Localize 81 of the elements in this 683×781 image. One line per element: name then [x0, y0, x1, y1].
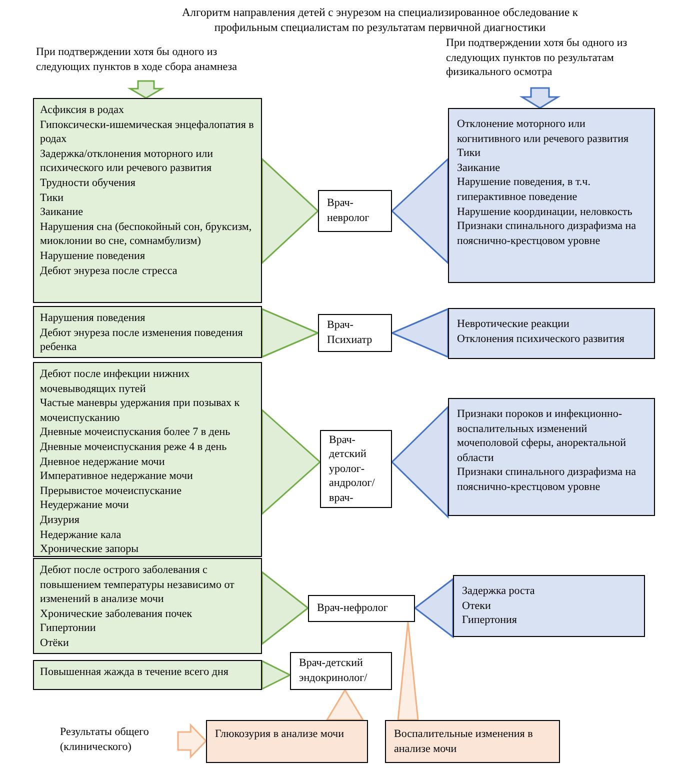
- specialist-name: Врач-Психиатр: [327, 318, 374, 348]
- instruction-text: Результаты общего (клинического): [60, 725, 150, 754]
- triangle-arrow: [261, 660, 292, 690]
- instruction-text: При подтверждении хотя бы одного из следующих пунктов в ходе сбора анамнеза: [36, 45, 238, 74]
- lab-result-box: [206, 720, 368, 763]
- criterion-text: Гипоксически-ишемическая энцефалопатия в родах: [40, 118, 255, 147]
- criterion-text: Дебют энуреза после стресса: [40, 264, 178, 278]
- criteria-box: [453, 575, 645, 637]
- criterion-text: Заикание: [457, 160, 501, 176]
- triangle-arrow: [326, 688, 364, 721]
- triangle-arrow: [390, 308, 449, 358]
- criterion-text: Отклонение моторного или когнитивного или речевого развития: [457, 117, 630, 146]
- criterion-text: Нарушение поведения, в т.ч. гиперактивное поведение: [457, 175, 592, 205]
- criterion-text: Глюкозурия в анализе мочи: [215, 727, 345, 742]
- block-arrow: [127, 80, 165, 99]
- criterion-text: Заикание: [40, 205, 84, 220]
- criterion-text: Дизурия: [40, 512, 80, 528]
- triangle-arrow: [261, 157, 320, 265]
- criterion-text: Задержка/отклонения моторного или психического или речевого развития: [40, 146, 214, 176]
- criterion-text: Отеки: [462, 598, 492, 614]
- criterion-text: Частые маневры удержания при позывах к мочеиспусканию: [40, 396, 241, 426]
- triangle-arrow: [261, 308, 320, 358]
- criterion-text: Дебют после острого заболевания с повышением температуры независимо от изменений в анализе мочи: [40, 563, 236, 607]
- criterion-text: Нарушение координации, неловкость: [457, 204, 634, 220]
- triangle-arrow: [261, 570, 310, 646]
- criterion-text: Императивное недержание мочи: [40, 469, 194, 484]
- specialist-box: [320, 430, 392, 508]
- criterion-text: Невротические реакции: [457, 317, 570, 332]
- criterion-text: Признаки спинального дизрафизма на пояснично-крестцовом уровне: [457, 465, 638, 495]
- block-arrow: [177, 723, 208, 759]
- specialist-name: Врач-нефролог: [317, 601, 389, 616]
- criteria-box: [33, 558, 262, 654]
- criterion-text: Нарушения поведения: [40, 311, 146, 326]
- criterion-text: Дневные мочеиспускания реже 4 в день: [40, 440, 228, 455]
- triangle-arrow: [414, 577, 454, 639]
- criterion-text: Тики: [457, 146, 482, 161]
- specialist-box: [318, 190, 392, 232]
- criterion-text: Недержание кала: [40, 528, 122, 542]
- criterion-text: Признаки пороков и инфекционно-воспалительных изменений мочеполовой сферы, аноректальной области: [457, 407, 628, 466]
- criteria-box: [33, 98, 262, 303]
- criterion-text: Прерывистое мочеиспускание: [40, 484, 182, 498]
- criterion-text: Трудности обучения: [40, 176, 136, 191]
- criterion-text: Дневные мочеиспускания более 7 в день: [40, 425, 232, 440]
- specialist-name: Врач-детский уролог-андролог/ врач-: [329, 432, 376, 506]
- criterion-text: Задержка роста: [462, 584, 536, 599]
- lab-result-box: [385, 720, 560, 763]
- criterion-text: Признаки спинального дизрафизма на пояснично-крестцовом уровне: [457, 219, 638, 248]
- criterion-text: Дебют после инфекции нижних мочевыводящих путей: [40, 367, 191, 396]
- triangle-arrow: [390, 405, 449, 519]
- criteria-box: [448, 308, 655, 359]
- criteria-box: [33, 306, 262, 358]
- criteria-box: [33, 362, 262, 557]
- criterion-text: Отёки: [40, 636, 70, 651]
- diagram-title: Алгоритм направления детей с энурезом на специализированное обследование к профильным специалистам по результатам первичной диагностики: [180, 6, 580, 36]
- criteria-box: [448, 108, 655, 283]
- criterion-text: Воспалительные изменения в анализе мочи: [394, 727, 534, 756]
- criterion-text: Хронические заболевания почек: [40, 606, 194, 622]
- criterion-text: Отклонения психического развития: [457, 332, 626, 346]
- criterion-text: Гипертония: [462, 613, 518, 628]
- criteria-box: [33, 660, 262, 690]
- specialist-name: Врач-невролог: [327, 196, 370, 226]
- block-arrow: [519, 87, 561, 109]
- criterion-text: Дебют энуреза после изменения поведения ребенка: [40, 326, 244, 355]
- triangle-arrow: [390, 157, 449, 265]
- criterion-text: Хронические запоры: [40, 542, 140, 557]
- specialist-box: [318, 314, 392, 352]
- specialist-name: Врач-детский эндокринолог/: [299, 656, 368, 686]
- criterion-text: Неудержание мочи: [40, 498, 130, 513]
- criterion-text: Гипертонии: [40, 621, 97, 636]
- criterion-text: Тики: [40, 190, 65, 206]
- specialist-box: [308, 595, 415, 622]
- criterion-text: Нарушения сна (беспокойный сон, бруксизм, миоклонии во сне, сомнамбулизм): [40, 220, 253, 249]
- criterion-text: Повышенная жажда в течение всего дня: [40, 665, 230, 680]
- instruction-text: При подтверждении хотя бы одного из следующих пунктов по результатам физикального осмотра: [446, 36, 628, 80]
- criterion-text: Дневное недержание мочи: [40, 454, 166, 470]
- triangle-arrow: [261, 408, 322, 516]
- criterion-text: Асфиксия в родах: [40, 103, 125, 118]
- specialist-box: [290, 652, 392, 690]
- criteria-box: [448, 398, 655, 516]
- criterion-text: Нарушение поведения: [40, 248, 146, 264]
- triangle-arrow: [397, 621, 419, 721]
